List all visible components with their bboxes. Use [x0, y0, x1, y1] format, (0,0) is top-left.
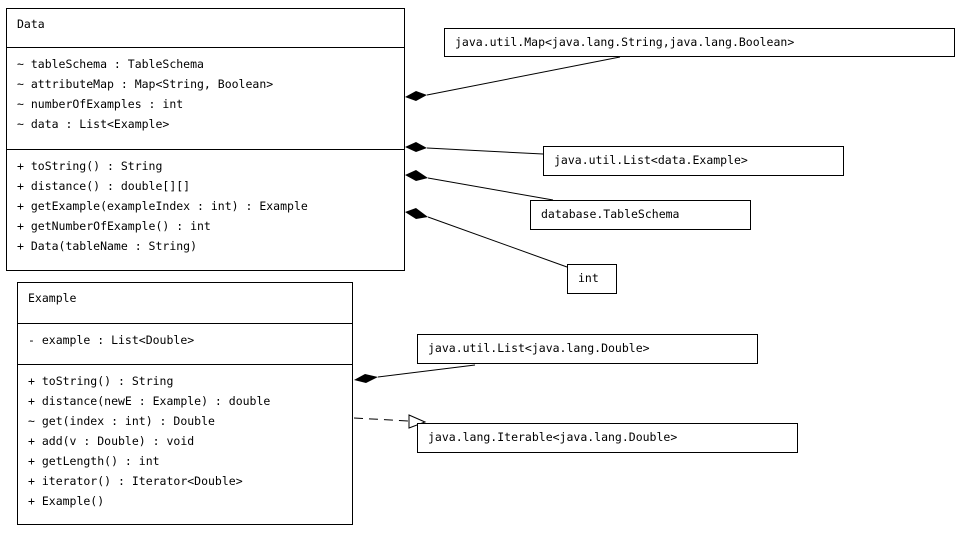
- type-iterable[interactable]: java.lang.Iterable<java.lang.Double>: [417, 423, 798, 453]
- class-data-attribute: ~ data : List<Example>: [17, 117, 170, 131]
- composition-example-list-double: [354, 364, 476, 383]
- type-map[interactable]: java.util.Map<java.lang.String,java.lang…: [444, 28, 955, 57]
- class-example-attribute: - example : List<Double>: [28, 333, 195, 347]
- type-list-double[interactable]: java.util.List<java.lang.Double>: [417, 334, 758, 364]
- class-example-operation: + distance(newE : Example) : double: [28, 394, 271, 408]
- composition-data-list-example: [405, 142, 544, 155]
- composition-data-tableschema: [405, 170, 554, 201]
- class-data-attributes: ~ tableSchema : TableSchema ~ attributeM…: [7, 48, 404, 150]
- type-int[interactable]: int: [567, 264, 617, 294]
- class-example-operation: + getLength() : int: [28, 454, 160, 468]
- class-example-operation: + toString() : String: [28, 374, 174, 388]
- class-data-operation: + toString() : String: [17, 159, 163, 173]
- class-data-attribute: ~ tableSchema : TableSchema: [17, 57, 204, 71]
- class-data[interactable]: Data ~ tableSchema : TableSchema ~ attri…: [6, 8, 405, 271]
- class-data-operation: + distance() : double[][]: [17, 179, 191, 193]
- class-data-attribute: ~ numberOfExamples : int: [17, 97, 184, 111]
- class-data-operation: + Data(tableName : String): [17, 239, 198, 253]
- class-data-name: Data: [7, 9, 404, 48]
- class-data-operation: + getExample(exampleIndex : int) : Examp…: [17, 199, 308, 213]
- realization-example-iterable: [353, 414, 427, 429]
- class-data-operation: + getNumberOfExample() : int: [17, 219, 211, 233]
- class-example-name: Example: [18, 283, 352, 324]
- class-example-operations: + toString() : String + distance(newE : …: [18, 365, 352, 517]
- composition-data-map: [405, 56, 621, 101]
- composition-data-int: [405, 208, 568, 268]
- class-example-operation: ~ get(index : int) : Double: [28, 414, 215, 428]
- class-example-attributes: - example : List<Double>: [18, 324, 352, 365]
- type-list-example[interactable]: java.util.List<data.Example>: [543, 146, 844, 176]
- class-example-operation: + iterator() : Iterator<Double>: [28, 474, 243, 488]
- class-example[interactable]: Example - example : List<Double> + toStr…: [17, 282, 353, 525]
- class-example-operation: + add(v : Double) : void: [28, 434, 195, 448]
- type-table-schema[interactable]: database.TableSchema: [530, 200, 751, 230]
- class-data-attribute: ~ attributeMap : Map<String, Boolean>: [17, 77, 274, 91]
- class-data-operations: + toString() : String + distance() : dou…: [7, 150, 404, 262]
- class-example-operation: + Example(): [28, 494, 105, 508]
